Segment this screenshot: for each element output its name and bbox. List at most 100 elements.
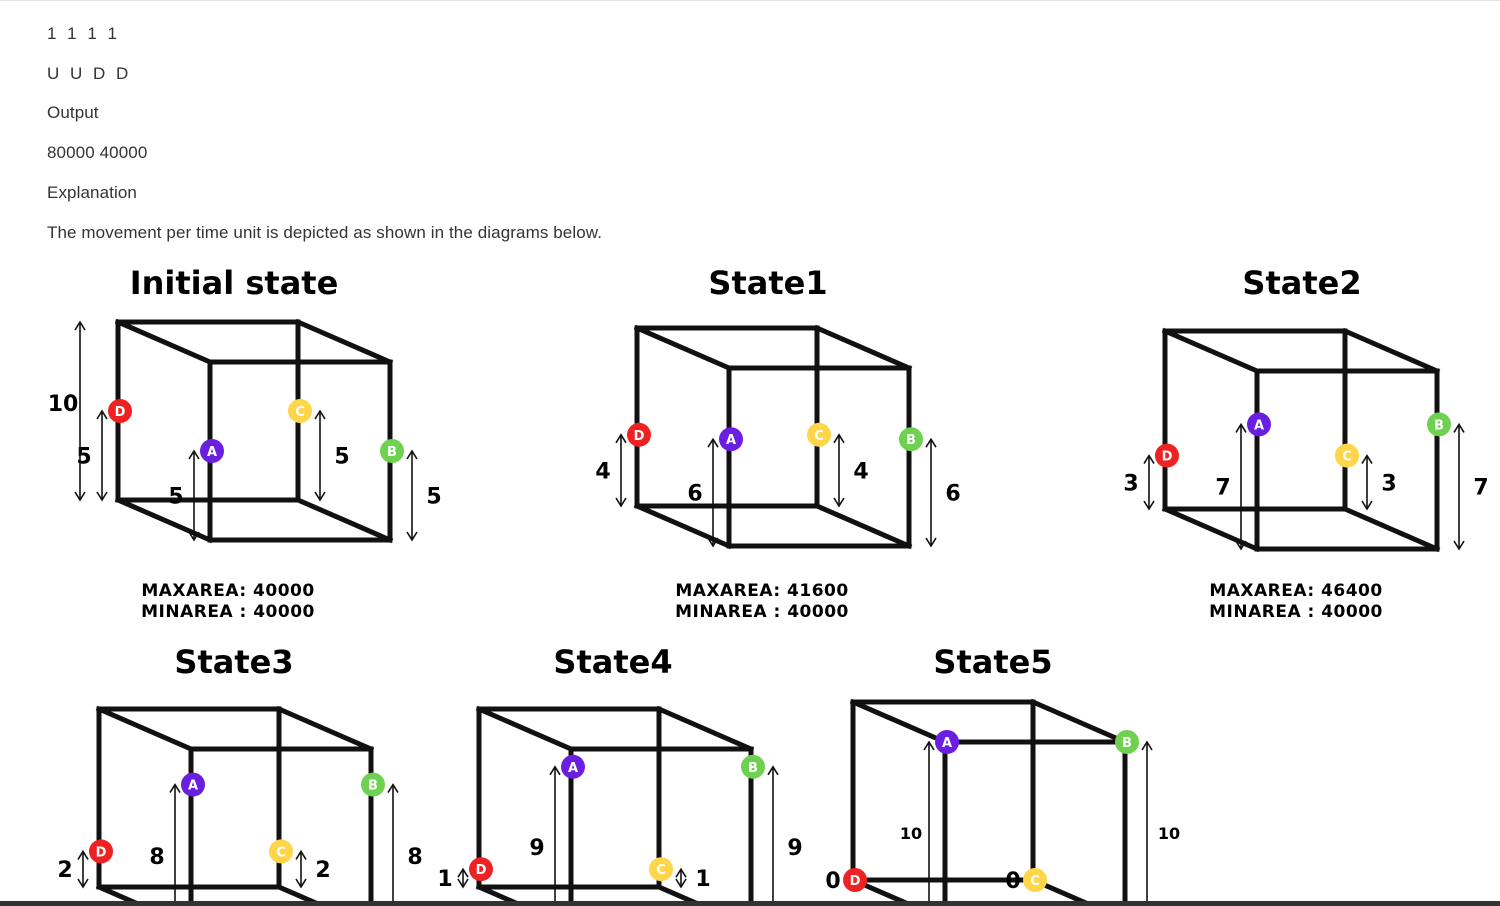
- state-title: Initial state: [130, 264, 339, 302]
- height-arrow-b: [1453, 422, 1465, 551]
- point-label-c: C: [656, 863, 666, 878]
- height-arrow-b: [1141, 740, 1153, 906]
- cube-edge: [849, 876, 920, 906]
- height-label-c: 4: [853, 459, 868, 484]
- height-label-b: 7: [1473, 476, 1488, 501]
- height-arrow-a: [549, 765, 561, 906]
- point-a: [200, 439, 224, 463]
- height-label-b: 10: [1158, 824, 1180, 843]
- cube-edge: [95, 705, 195, 753]
- max-area: MAXAREA: 41600: [675, 581, 848, 601]
- point-b: [361, 772, 385, 797]
- max-area: MAXAREA: 40000: [141, 581, 314, 601]
- min-area: MINAREA : 40000: [141, 602, 315, 622]
- height-arrow-c: [314, 409, 326, 502]
- height-label-d: 3: [1123, 471, 1138, 496]
- point-label-c: C: [814, 429, 824, 444]
- cube: [475, 705, 755, 906]
- height-arrow-a: [1235, 422, 1247, 551]
- height-label-d: 1: [437, 867, 452, 892]
- point-d: [469, 857, 493, 882]
- point-c: [288, 399, 312, 423]
- input-line-1: 1 1 1 1: [47, 24, 120, 43]
- height-label-c: 3: [1381, 471, 1396, 496]
- height-label-b: 8: [407, 845, 422, 870]
- height-label-d: 4: [595, 459, 610, 484]
- height-arrow-d: [457, 867, 469, 889]
- height-arrow-b: [925, 437, 937, 548]
- height-label-c: 5: [334, 445, 349, 470]
- point-label-b: B: [906, 433, 916, 448]
- cube-edge: [1161, 327, 1261, 375]
- cube-edge: [1029, 876, 1100, 906]
- point-a: [561, 754, 585, 779]
- height-arrow-a: [923, 740, 935, 906]
- cube-edge: [95, 883, 149, 906]
- input-line-2: U U D D: [47, 64, 132, 83]
- height-label-a: 8: [149, 845, 164, 870]
- explanation-heading: Explanation: [47, 183, 137, 202]
- point-c: [1023, 868, 1047, 892]
- point-b: [741, 754, 765, 779]
- point-label-a: A: [726, 433, 736, 448]
- cube: [849, 698, 1129, 906]
- point-b: [1427, 412, 1451, 437]
- cube-front-face: [1254, 368, 1440, 552]
- cube: [633, 324, 913, 550]
- point-b: [1115, 730, 1139, 754]
- point-d: [1155, 443, 1179, 468]
- height-arrow-c: [295, 849, 307, 889]
- state-title: State4: [553, 643, 672, 681]
- cube-edge: [275, 883, 329, 906]
- cube: [95, 705, 375, 906]
- point-label-d: D: [115, 405, 126, 420]
- cube-edge: [633, 324, 733, 372]
- point-label-d: D: [476, 863, 487, 878]
- point-label-a: A: [942, 736, 952, 751]
- cube-edge: [475, 883, 529, 906]
- height-arrow-c: [1361, 454, 1373, 511]
- point-a: [719, 427, 743, 452]
- cube: [1161, 327, 1441, 553]
- cube-edge: [1341, 505, 1441, 553]
- point-label-b: B: [748, 761, 758, 776]
- point-label-b: B: [1434, 418, 1444, 433]
- point-label-c: C: [1030, 874, 1040, 889]
- cube-edge: [475, 705, 575, 753]
- height-arrow-d: [96, 409, 108, 502]
- point-label-a: A: [188, 779, 198, 794]
- height-arrow-a: [188, 449, 200, 542]
- point-label-c: C: [276, 845, 286, 860]
- cube-edge: [849, 698, 949, 746]
- point-c: [1335, 443, 1359, 468]
- point-label-a: A: [1254, 418, 1264, 433]
- point-label-d: D: [96, 845, 107, 860]
- cube-edge: [294, 496, 394, 544]
- height-arrow-c: [675, 867, 687, 889]
- cube-front-face: [726, 365, 912, 549]
- point-c: [649, 857, 673, 882]
- bottom-scrollbar: [0, 901, 1500, 906]
- cube-edge: [1029, 698, 1129, 746]
- point-d: [108, 399, 132, 423]
- point-label-c: C: [1342, 450, 1352, 465]
- cube-edge: [813, 502, 913, 550]
- state-title: State5: [933, 643, 1052, 681]
- total-height-arrow: [74, 320, 86, 502]
- point-b: [380, 439, 404, 463]
- height-arrow-b: [387, 783, 399, 906]
- height-label-a: 5: [168, 485, 183, 510]
- height-label-a: 7: [1215, 476, 1230, 501]
- cube-edge: [1341, 327, 1441, 375]
- cube-front-face: [188, 746, 374, 906]
- point-label-d: D: [850, 874, 861, 889]
- height-label-c: 2: [315, 858, 330, 883]
- point-d: [627, 422, 651, 447]
- cube-edge: [275, 705, 375, 753]
